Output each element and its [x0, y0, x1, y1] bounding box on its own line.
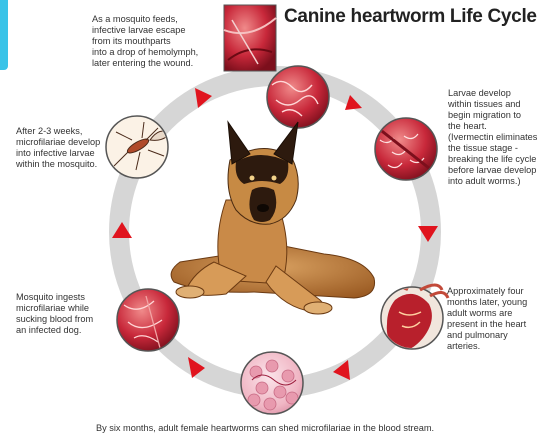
dog-nose-icon	[257, 204, 269, 212]
stage-bloodstream-image	[241, 352, 303, 414]
stage-mosquito-ingests-image	[117, 289, 179, 351]
stage-tissue-migration-image	[375, 118, 437, 180]
stage-heart-image	[381, 282, 443, 351]
dog-illustration	[171, 122, 374, 314]
note-six-months: By six months, adult female heartworms c…	[96, 423, 536, 434]
note-after-weeks: After 2-3 weeks, microfilariae develop i…	[16, 126, 116, 170]
stage-larvae-entering-image	[267, 66, 329, 128]
note-mosquito-feeds: As a mosquito feeds, infective larvae es…	[92, 14, 232, 69]
note-mosquito-ingests: Mosquito ingests microfilariae while suc…	[16, 292, 116, 336]
note-larvae-develop: Larvae develop within tissues and begin …	[448, 88, 539, 187]
note-four-months: Approximately four months later, young a…	[447, 286, 539, 352]
